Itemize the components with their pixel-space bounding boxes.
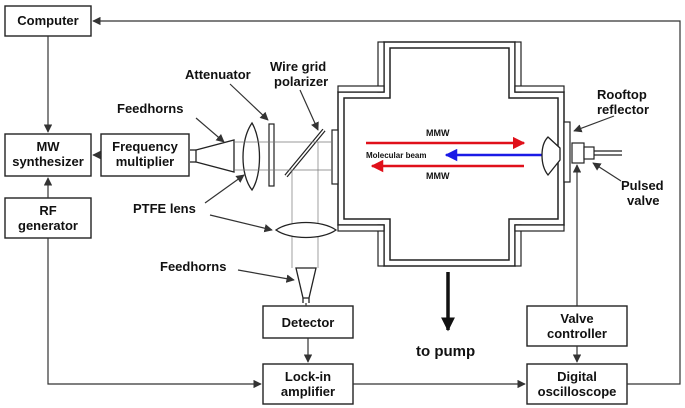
frequency-multiplier-label-1: Frequency <box>112 139 179 154</box>
frequency-multiplier-box: Frequency multiplier <box>100 133 190 177</box>
valve-controller-label-2: controller <box>547 326 607 341</box>
feedhorns-bottom-label: Feedhorns <box>160 259 226 274</box>
wire-grid-label-1: Wire grid <box>270 59 326 74</box>
valve-controller-label-1: Valve <box>560 311 593 326</box>
feedhorn-top <box>190 139 235 173</box>
rf-generator-box: RF generator <box>4 197 92 239</box>
rf-generator-label-1: RF <box>39 203 56 218</box>
feedhorn-bottom <box>295 267 317 303</box>
computer-box: Computer <box>4 5 92 37</box>
mw-synthesizer-box: MW synthesizer <box>4 133 92 177</box>
digital-oscilloscope-label-2: oscilloscope <box>538 384 617 399</box>
lockin-amplifier-box: Lock-in amplifier <box>262 363 354 405</box>
lockin-amplifier-label-1: Lock-in <box>285 369 331 384</box>
feedhorns-top-label: Feedhorns <box>117 101 183 116</box>
pulsed-valve <box>571 142 622 164</box>
mmw-bottom-label: MMW <box>426 171 450 181</box>
wire-grid-polarizer <box>284 128 326 178</box>
mw-synthesizer-label-1: MW <box>36 139 60 154</box>
lockin-amplifier-label-2: amplifier <box>281 384 335 399</box>
attenuator <box>268 123 275 187</box>
ptfe-lens-vertical <box>242 121 261 192</box>
to-pump-label: to pump <box>416 343 475 360</box>
detector-box: Detector <box>262 305 354 339</box>
mw-synthesizer-label-2: synthesizer <box>12 154 84 169</box>
ptfe-lens-horizontal <box>274 221 338 239</box>
pulsed-valve-label-2: valve <box>627 193 660 208</box>
computer-label: Computer <box>17 13 78 28</box>
attenuator-label: Attenuator <box>185 67 251 82</box>
digital-oscilloscope-label-1: Digital <box>557 369 597 384</box>
optical-path <box>234 141 332 268</box>
rooftop-reflector-label-2: reflector <box>597 102 649 117</box>
wire-grid-label-2: polarizer <box>274 74 328 89</box>
valve-controller-box: Valve controller <box>526 305 628 347</box>
detector-label: Detector <box>282 315 335 330</box>
rooftop-reflector-label-1: Rooftop <box>597 87 647 102</box>
digital-oscilloscope-box: Digital oscilloscope <box>526 363 628 405</box>
ptfe-lens-label: PTFE lens <box>133 201 196 216</box>
frequency-multiplier-label-2: multiplier <box>116 154 175 169</box>
rf-generator-label-2: generator <box>18 218 78 233</box>
pulsed-valve-label-1: Pulsed <box>621 178 664 193</box>
connections <box>43 16 681 389</box>
molecular-beam-label: Molecular beam <box>366 151 426 160</box>
mmw-top-label: MMW <box>426 128 450 138</box>
rooftop-reflector <box>541 136 561 177</box>
